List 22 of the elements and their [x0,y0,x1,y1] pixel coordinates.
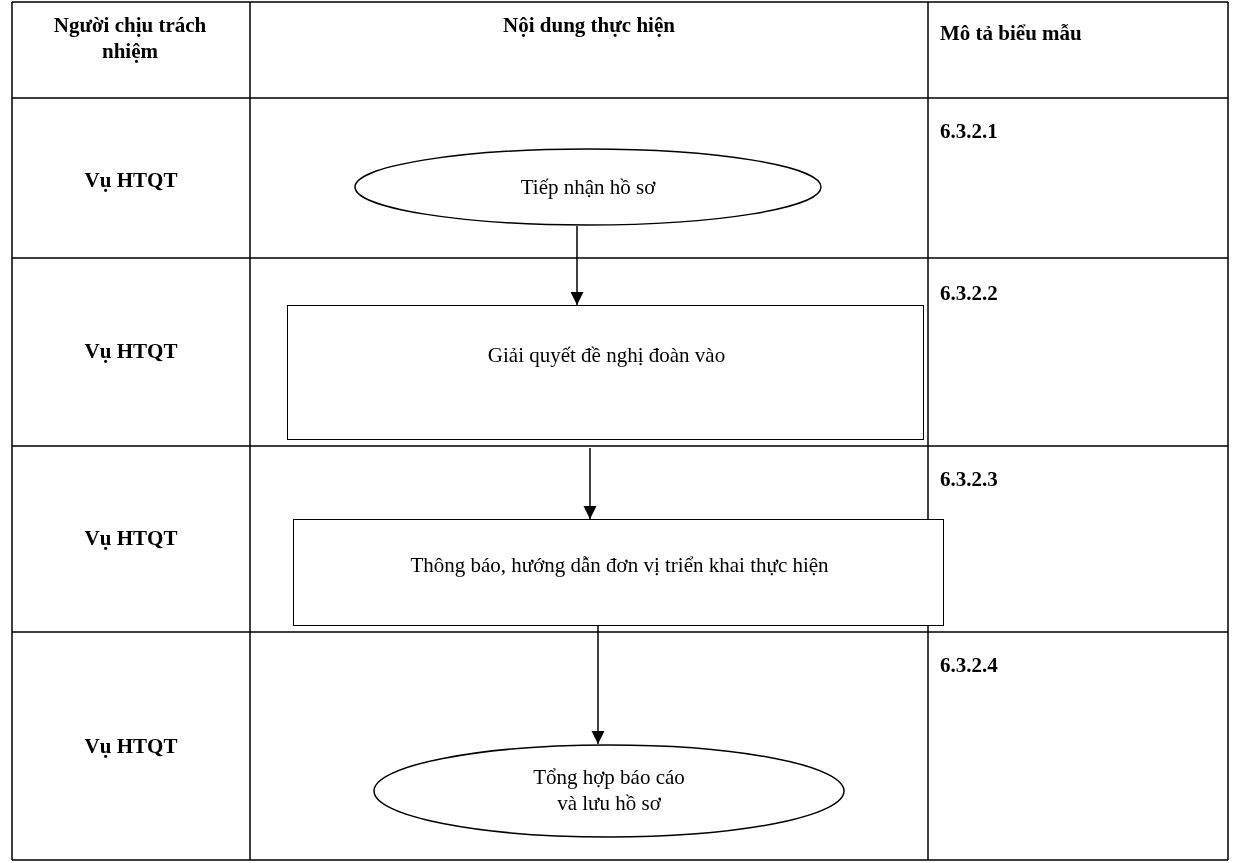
arrow [583,447,597,520]
process-box [293,519,944,626]
form-code: 6.3.2.2 [940,281,998,305]
column-header: Mô tả biểu mẫu [940,21,1082,45]
step-text: Tiếp nhận hồ sơ [519,174,657,200]
arrow [570,225,584,306]
terminal-ellipse [354,148,822,226]
role-label: Vụ HTQT [84,168,178,192]
terminal-ellipse [373,744,845,838]
form-code: 6.3.2.3 [940,467,998,491]
column-header: Nội dung thực hiện [503,13,675,37]
step-text: Thông báo, hướng dẫn đơn vị triển khai thực hiện [409,552,830,578]
form-code: 6.3.2.4 [940,653,998,677]
step-text: Tổng hợp báo cáo và lưu hồ sơ [532,764,686,816]
form-code: 6.3.2.1 [940,119,998,143]
process-box [287,305,924,440]
role-label: Vụ HTQT [84,734,178,758]
column-header: Người chịu trách nhiệm [53,13,207,63]
role-label: Vụ HTQT [84,339,178,363]
step-text: Giải quyết đề nghị đoàn vào [486,342,727,368]
arrow [591,625,605,745]
role-label: Vụ HTQT [84,526,178,550]
